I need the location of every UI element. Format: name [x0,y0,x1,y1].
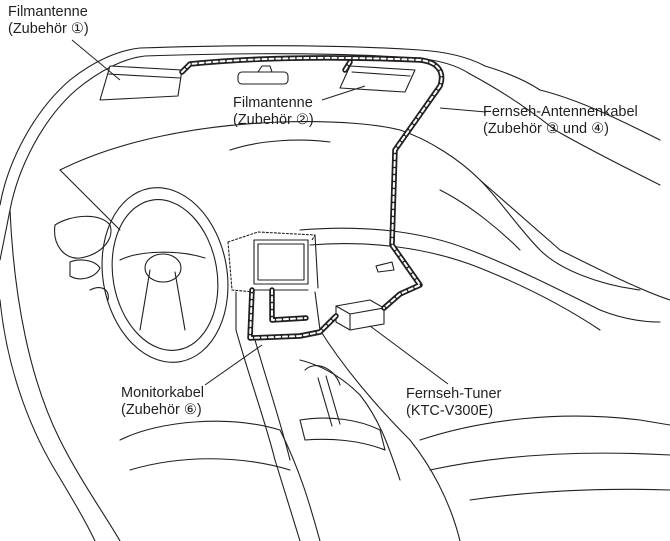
tv-tuner-box [335,299,385,331]
rearview-mirror [237,65,289,85]
head-unit-monitor [227,231,321,331]
dashboard [59,121,661,331]
label-film-antenna-2-name: Filmantenne [233,95,313,111]
windshield-frame [139,45,556,131]
label-film-antenna-1-name: Filmantenne [8,4,88,20]
label-tv-tuner: Fernseh-Tuner (KTC-V300E) [406,386,501,420]
seats [119,415,670,541]
label-tv-antenna-cable-name: Fernseh-Antennenkabel [483,104,638,120]
label-film-antenna-1: Filmantenne (Zubehör ①) [8,4,89,38]
tv-antenna-cable [179,55,445,311]
monitor-cable [247,287,339,341]
film-antenna-2 [339,65,416,93]
a-pillar [0,47,146,541]
label-monitor-cable-name: Monitorkabel [121,385,205,401]
leader-monitor-cable [204,344,263,386]
label-monitor-cable: Monitorkabel (Zubehör ⑥) [121,385,204,419]
label-film-antenna-1-accessory: (Zubehör ①) [8,21,89,37]
label-film-antenna-2: Filmantenne (Zubehör ②) [233,95,314,129]
glovebox [375,261,395,273]
label-monitor-cable-accessory: (Zubehör ⑥) [121,402,202,418]
label-tv-antenna-cable-accessory: (Zubehör ③ und ④) [483,121,609,137]
leader-lines [71,39,487,386]
label-tv-tuner-model: (KTC-V300E) [406,403,494,419]
center-console [235,329,461,541]
label-film-antenna-2-accessory: (Zubehör ②) [233,112,314,128]
label-tv-tuner-name: Fernseh-Tuner [406,386,502,402]
gear-shifter [299,365,386,451]
leader-film-antenna-1 [71,39,121,81]
door-panel [539,89,670,301]
left-vent [54,215,112,301]
label-tv-antenna-cable: Fernseh-Antennenkabel (Zubehör ③ und ④) [483,104,638,138]
film-antenna-1 [99,65,183,101]
leader-tv-antenna-cable [439,107,487,113]
leader-tv-tuner [369,325,449,385]
steering-wheel [101,187,229,363]
leader-film-antenna-2 [321,85,366,101]
